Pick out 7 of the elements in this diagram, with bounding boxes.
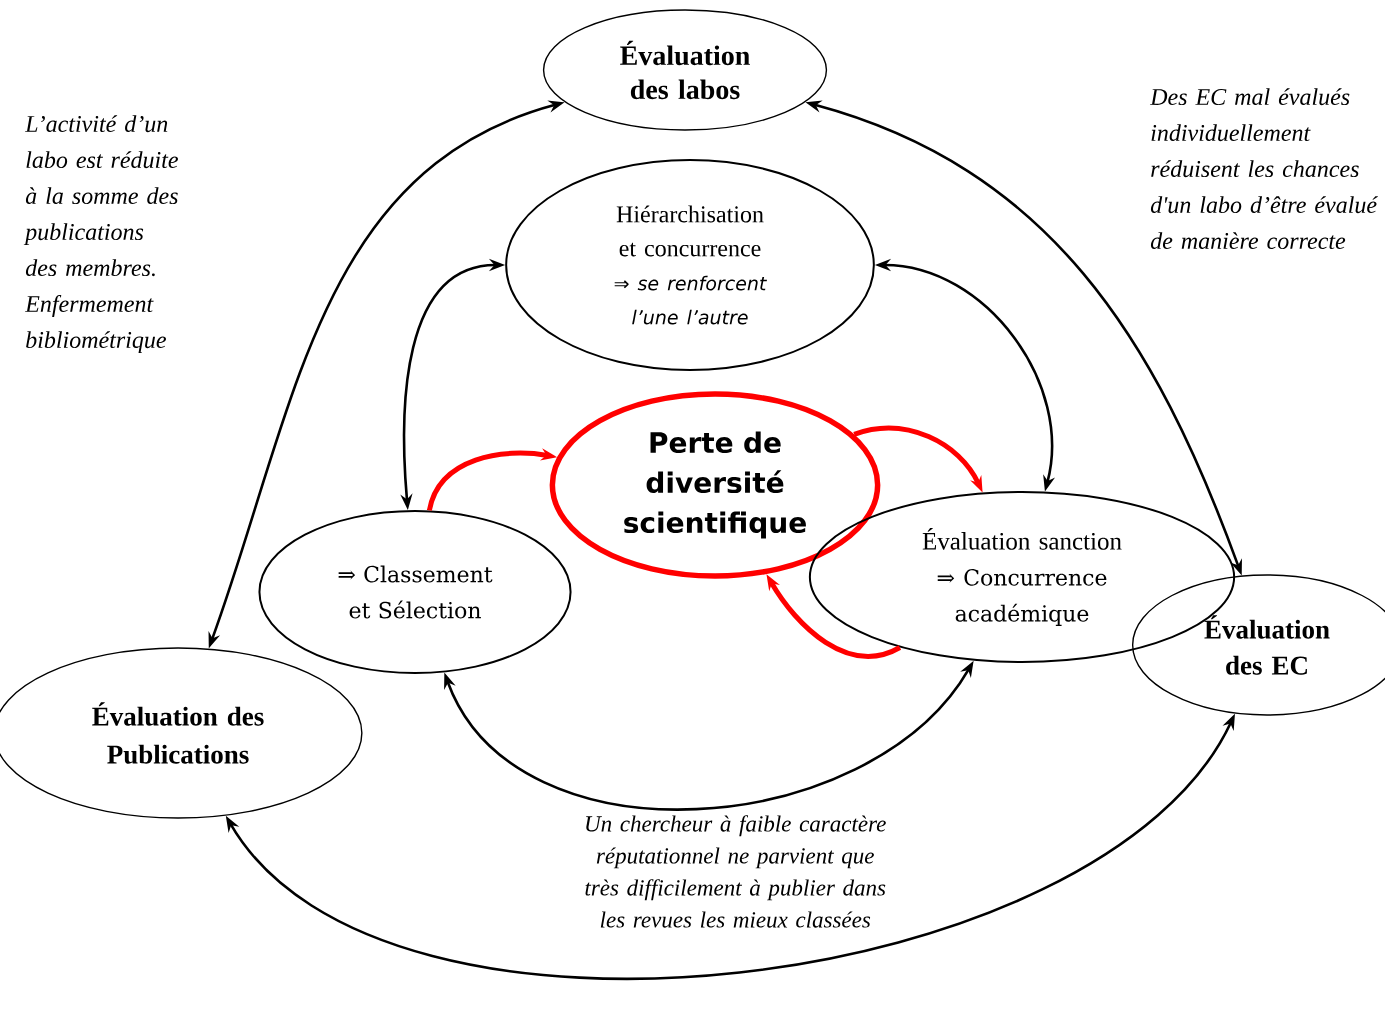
- note-text: Un chercheur à faible caractère réputationnel ne parvient que très difficilement à publier dans les revues les mieux classées: [585, 815, 886, 928]
- ellipse-node: Perte de diversité scientifique: [549, 391, 881, 579]
- ellipse-node: ⇒ Classement et Sélection: [258, 510, 572, 674]
- note-text: Des EC mal évalués individuellement réduisent les chances d'un labo d’être évalué de manière correcte: [1149, 88, 1378, 250]
- ellipse-node: Évaluation des labos: [542, 9, 828, 131]
- ellipse-node: Hiérarchisation et concurrence ⇒ se renforcent l’une l’autre: [505, 159, 875, 371]
- note-text: L’activité d’un labo est réduite à la somme des publications des membres. Enfermement bibliométrique: [23, 115, 178, 353]
